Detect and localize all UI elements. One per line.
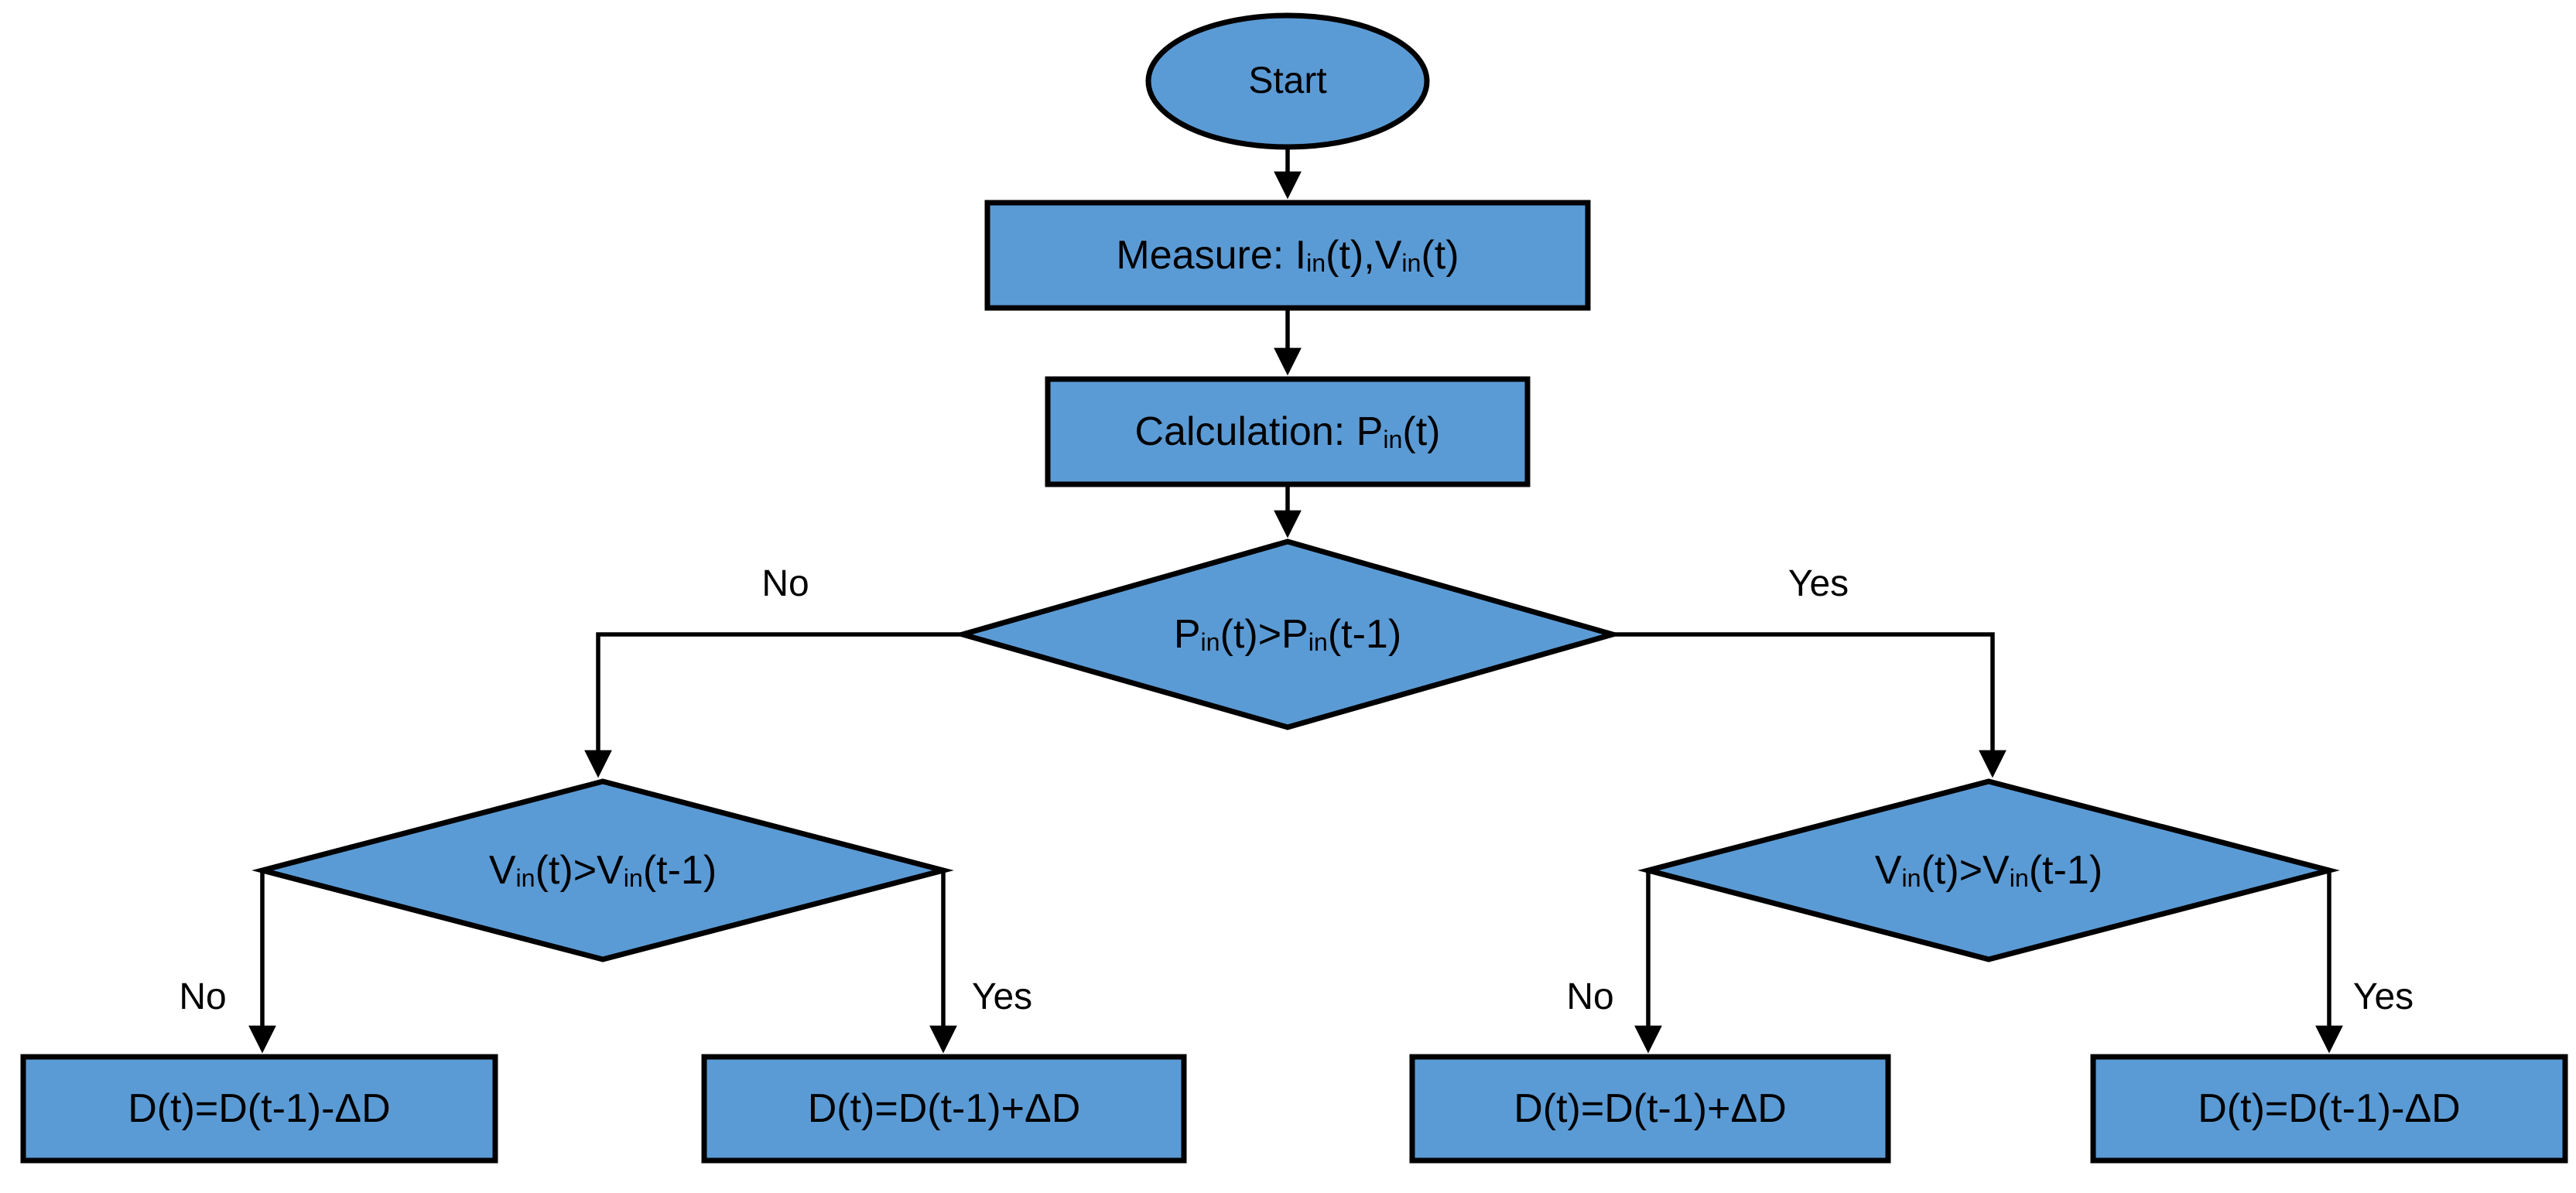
- calculation-box: [1045, 376, 1531, 487]
- start-ellipse: [1145, 12, 1430, 150]
- edge-decision-no-left: [584, 632, 963, 778]
- decision-voltage-right-diamond: [1637, 778, 2340, 962]
- decision-power-diamond: [953, 538, 1623, 730]
- node-shape-group: [20, 12, 2568, 1164]
- action-left-no-box: [20, 1054, 498, 1164]
- connector-group: [248, 149, 2343, 1054]
- action-right-yes-box: [2090, 1054, 2568, 1164]
- action-left-yes-box: [701, 1054, 1187, 1164]
- decision-voltage-left-diamond: [251, 778, 954, 962]
- action-right-no-box: [1409, 1054, 1891, 1164]
- edge-decision-yes-right: [1613, 632, 2006, 778]
- measure-box: [984, 200, 1591, 311]
